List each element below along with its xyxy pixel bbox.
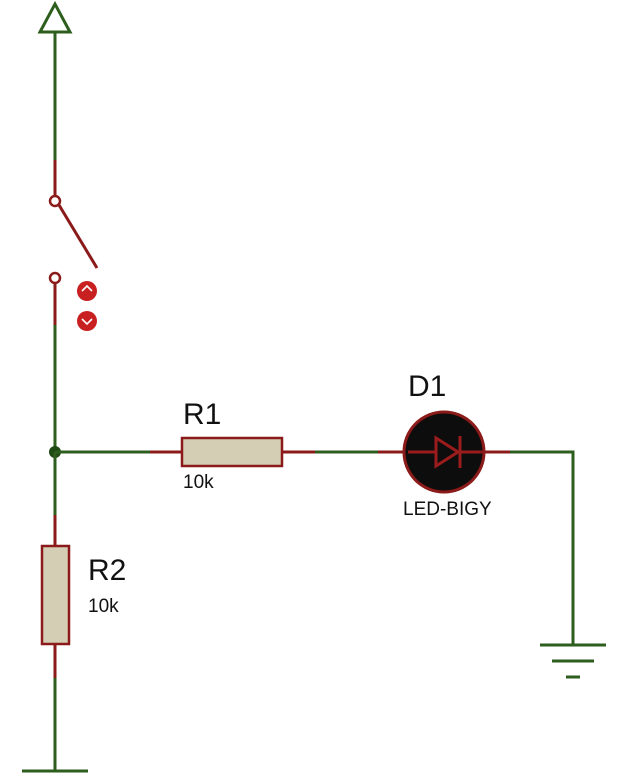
ground-symbol-icon: [540, 643, 606, 679]
power-terminal-arrow-icon[interactable]: [37, 0, 73, 34]
resistor-r2[interactable]: [40, 515, 71, 678]
resistor-r1[interactable]: [150, 436, 315, 468]
switch-toggle-arrows-icon[interactable]: [77, 281, 97, 331]
spst-switch-icon[interactable]: [48, 194, 99, 285]
wire-d1-to-ground: [510, 450, 575, 645]
switch-toggle-down-button[interactable]: [77, 311, 97, 331]
r2-reference-label: R2: [88, 554, 126, 587]
switch-toggle-up-button[interactable]: [77, 281, 97, 301]
r1-value-label: 10k: [183, 472, 214, 493]
led-d1[interactable]: [378, 410, 510, 494]
d1-value-label: LED-BIGY: [403, 499, 492, 520]
r1-reference-label: R1: [183, 398, 221, 431]
r2-value-label: 10k: [88, 596, 119, 617]
d1-reference-label: D1: [408, 370, 446, 403]
